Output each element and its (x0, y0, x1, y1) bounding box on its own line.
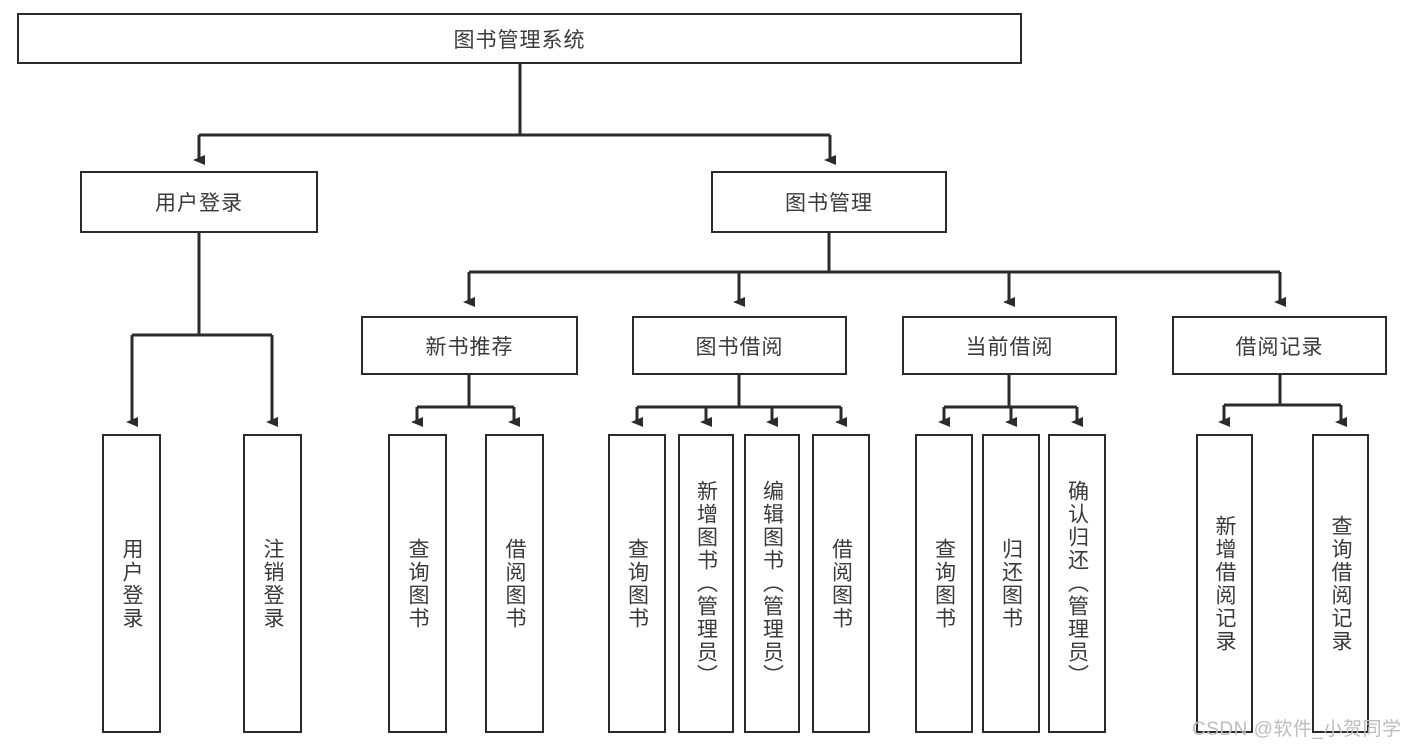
leaf-borrow-record-query[interactable]: 查询借阅记录 (1312, 434, 1369, 733)
leaf-label: 查询图书 (932, 537, 956, 630)
leaf-current-borrow-return[interactable]: 归还图书 (982, 434, 1040, 733)
leaf-label: 新增图书（管理员） (694, 480, 718, 687)
leaf-label: 查询借阅记录 (1329, 514, 1352, 653)
leaf-label: 编辑图书（管理员） (760, 480, 784, 687)
leaf-new-book-borrow[interactable]: 借阅图书 (485, 434, 544, 733)
node-root-system[interactable]: 图书管理系统 (17, 13, 1022, 64)
csdn-watermark: CSDN @软件_小贺同学 (1192, 719, 1402, 740)
leaf-book-borrow-edit[interactable]: 编辑图书（管理员） (744, 434, 800, 733)
node-new-book-recommend[interactable]: 新书推荐 (361, 316, 578, 375)
node-user-login[interactable]: 用户登录 (80, 171, 318, 233)
leaf-label: 借阅图书 (503, 537, 526, 630)
leaf-label: 查询图书 (406, 537, 429, 630)
leaf-label: 确认归还（管理员） (1065, 480, 1089, 687)
leaf-book-borrow-add[interactable]: 新增图书（管理员） (678, 434, 734, 733)
leaf-current-borrow-query[interactable]: 查询图书 (915, 434, 973, 733)
leaf-book-borrow-borrow[interactable]: 借阅图书 (812, 434, 870, 733)
leaf-label: 用户登录 (120, 537, 143, 630)
leaf-user-login-logout[interactable]: 注销登录 (243, 434, 302, 733)
leaf-book-borrow-query[interactable]: 查询图书 (608, 434, 666, 733)
node-current-borrow[interactable]: 当前借阅 (902, 316, 1117, 375)
leaf-label: 注销登录 (261, 537, 284, 630)
node-book-borrow[interactable]: 图书借阅 (632, 316, 847, 375)
leaf-label: 新增借阅记录 (1213, 514, 1236, 653)
leaf-label: 归还图书 (999, 537, 1023, 630)
node-book-management[interactable]: 图书管理 (711, 171, 947, 233)
leaf-label: 查询图书 (625, 537, 649, 630)
leaf-label: 借阅图书 (829, 537, 853, 630)
node-borrow-record[interactable]: 借阅记录 (1172, 316, 1387, 375)
leaf-user-login-login[interactable]: 用户登录 (102, 434, 161, 733)
leaf-current-borrow-confirm-return[interactable]: 确认归还（管理员） (1048, 434, 1106, 733)
leaf-new-book-query[interactable]: 查询图书 (388, 434, 447, 733)
leaf-borrow-record-add[interactable]: 新增借阅记录 (1196, 434, 1253, 733)
